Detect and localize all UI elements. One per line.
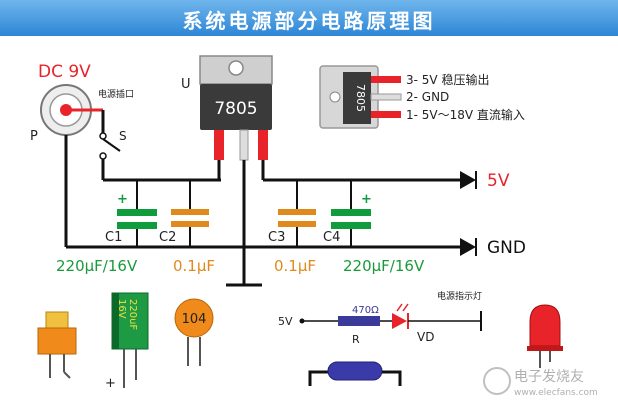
c1-plate-bottom [117, 222, 157, 229]
c2-label: C2 [159, 230, 176, 245]
switch-label: S [119, 129, 127, 143]
pinout-pin-1 [371, 111, 401, 118]
switch-contact-top [99, 132, 107, 140]
regulator-pin-2 [239, 129, 249, 161]
output-arrow [460, 171, 476, 189]
title-bar: 系统电源部分电路原理图 [0, 0, 618, 36]
switch-lever [102, 138, 121, 152]
ecap-text-2: 16V [116, 299, 127, 319]
c1-value: 220μF/16V [56, 257, 138, 275]
regulator-u-label: U [181, 77, 191, 92]
ecap-plus: + [105, 376, 116, 391]
regulator-part-number: 7805 [214, 99, 257, 119]
resistor-label: R [352, 333, 360, 346]
c3-plate-top [278, 209, 316, 215]
regulator-mount-hole [228, 60, 244, 76]
pin1-desc: 1- 5V～18V 直流输入 [406, 107, 525, 122]
regulator-pin-3 [258, 130, 268, 160]
pinout-pin-2 [370, 93, 402, 101]
resistor-value: 470Ω [352, 305, 379, 316]
led-ray-2 [402, 303, 409, 312]
pin2-desc: 2- GND [406, 90, 449, 104]
led-5v-label: 5V [278, 315, 293, 328]
led-ray-1 [396, 303, 403, 312]
c4-plus: + [361, 192, 372, 207]
ecap-text-1: 220uF [127, 299, 138, 330]
c3-value: 0.1μF [274, 257, 316, 275]
pin3-desc: 3- 5V 稳压输出 [406, 72, 489, 87]
regulator-body [200, 84, 272, 130]
c4-value: 220μF/16V [343, 257, 425, 275]
ground-arrow [460, 238, 476, 256]
jack-p-label: P [30, 129, 38, 144]
c2-value: 0.1μF [173, 257, 215, 275]
resistor-component [327, 361, 383, 381]
slide-switch-leg-2-bend [63, 371, 71, 379]
watermark-logo [483, 367, 511, 395]
ceramic-cap-code: 104 [182, 312, 207, 327]
c3-label: C3 [268, 230, 285, 245]
c2-plate-top [171, 209, 209, 215]
led-symbol [392, 313, 407, 329]
switch-contact-bottom [99, 152, 107, 160]
regulator-pin-1 [214, 130, 224, 160]
resistor-comp-lead-left [308, 370, 328, 386]
led-component-rim [527, 346, 563, 351]
ceramic-cap-disc [174, 298, 214, 338]
c3-plate-bottom [278, 221, 316, 227]
ecap-stripe [112, 293, 119, 349]
dc-voltage-label: DC 9V [38, 62, 91, 82]
pinout-part-number: 7805 [354, 84, 367, 112]
c1-label: C1 [105, 230, 122, 245]
led-title: 电源指示灯 [437, 290, 482, 302]
c4-label: C4 [323, 230, 340, 245]
page-title: 系统电源部分电路原理图 [182, 9, 436, 33]
pinout-hole [329, 91, 341, 103]
gnd-label: GND [487, 238, 526, 258]
led-component-body [529, 304, 561, 347]
watermark-url: www.elecfans.com [514, 388, 598, 398]
jack-label: 电源插口 [98, 88, 134, 100]
c1-plus: + [117, 192, 128, 207]
led-resistor [338, 316, 380, 326]
output-5v-label: 5V [487, 171, 510, 191]
led-vd-label: VD [417, 330, 434, 344]
resistor-comp-lead-right [382, 370, 402, 386]
pinout-body [343, 72, 371, 124]
c4-plate-top [331, 209, 371, 216]
slide-switch-body [37, 327, 77, 355]
c4-plate-bottom [331, 222, 371, 229]
slide-switch-knob [45, 311, 69, 331]
c1-plate-top [117, 209, 157, 216]
c2-plate-bottom [171, 221, 209, 227]
watermark-text: 电子发烧友 [514, 369, 584, 385]
pinout-pin-3 [371, 76, 401, 83]
